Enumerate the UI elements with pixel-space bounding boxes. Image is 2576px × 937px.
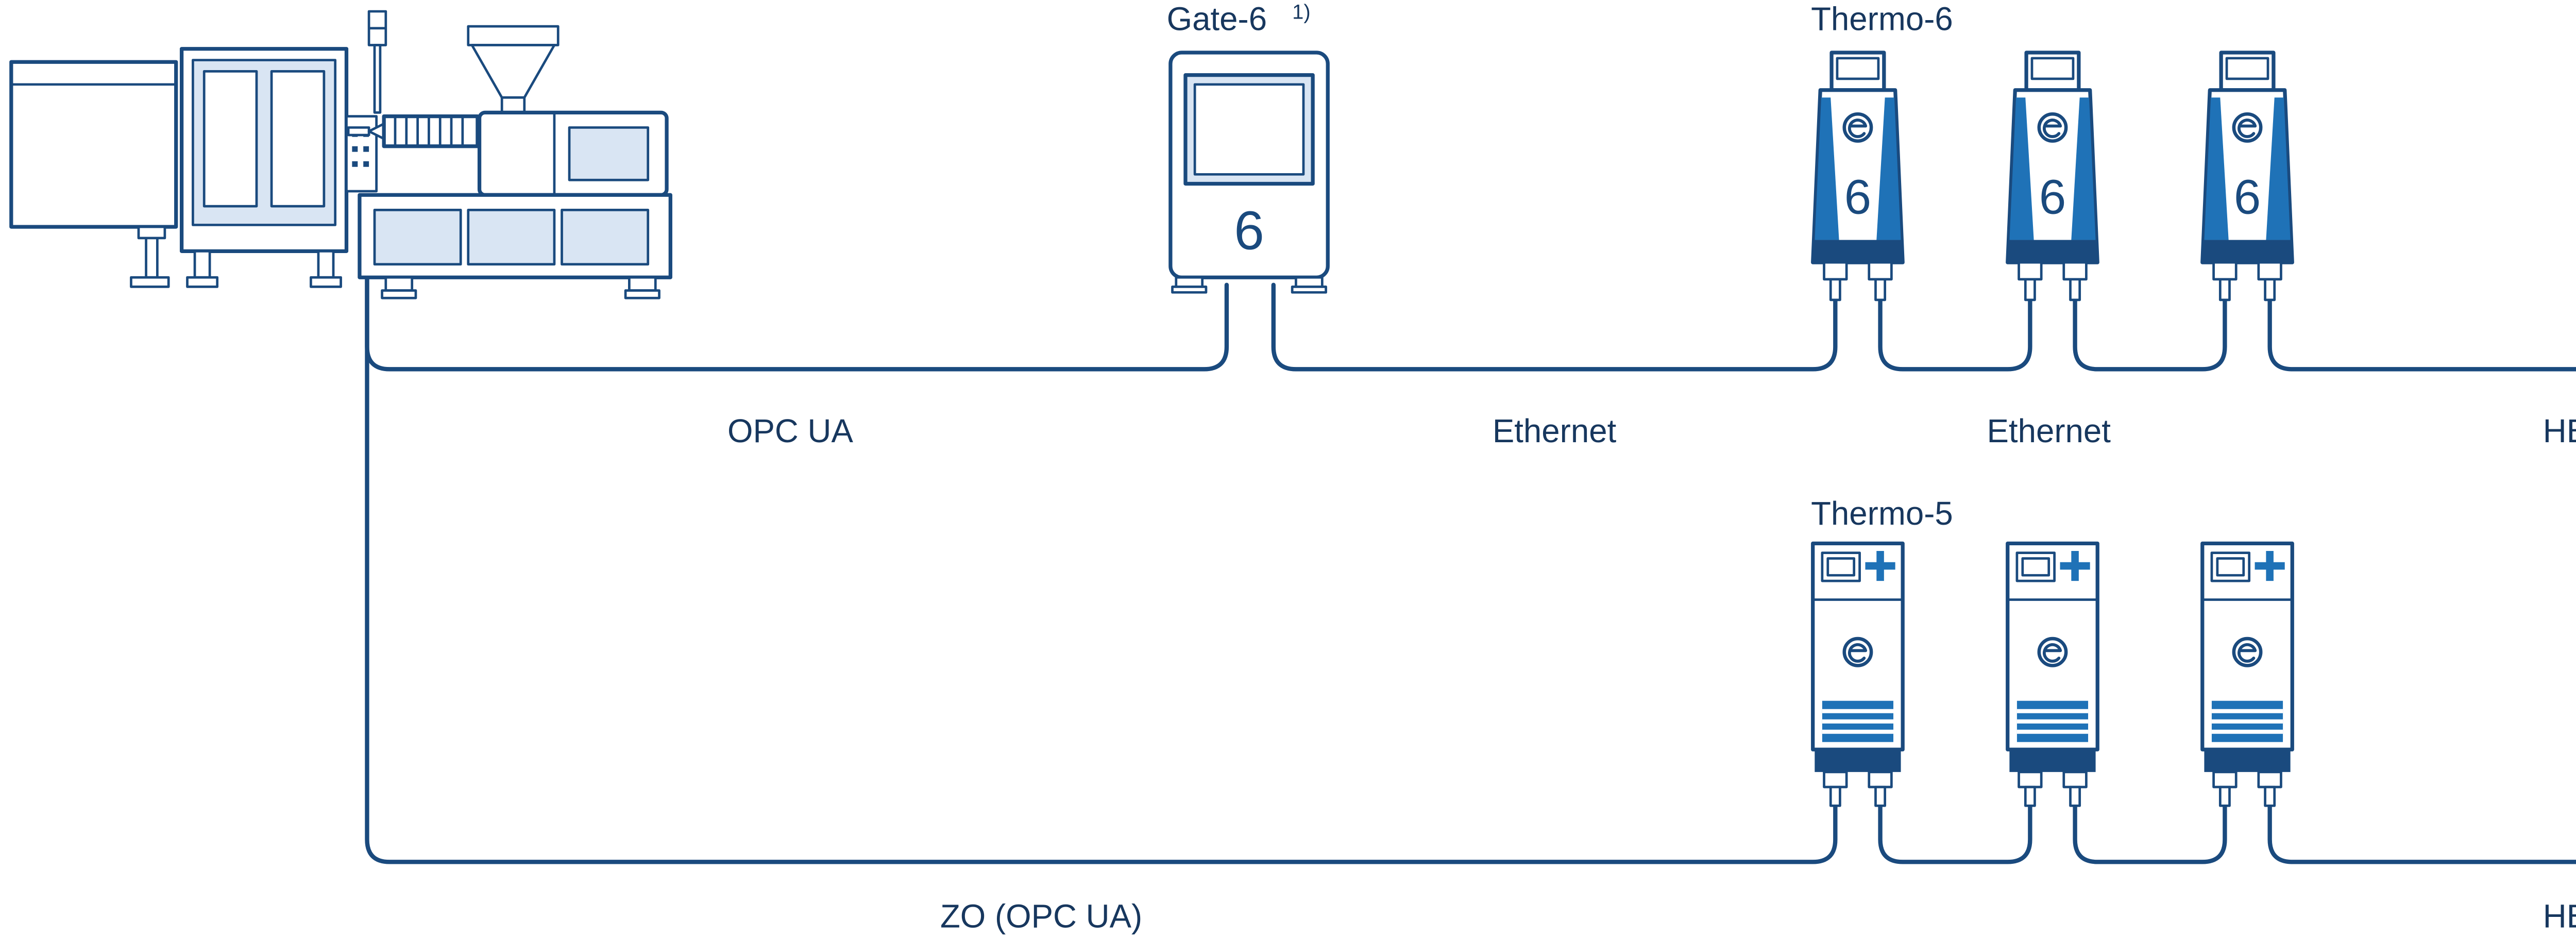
connection-labels: OPC UA Ethernet Ethernet HB ZO (OPC UA) … xyxy=(727,413,2576,934)
machine-heater-bands xyxy=(394,116,464,146)
machine-beacon-pole xyxy=(373,44,382,114)
machine-rear-leg xyxy=(145,237,159,279)
machine-platen-right xyxy=(270,70,326,208)
ethernet-label-1: Ethernet xyxy=(1493,413,1617,449)
machine-rear-housing xyxy=(9,60,178,229)
device-labels: Gate-6 1) Thermo-6 Flow-5 2) Thermo-5 Fl… xyxy=(1167,1,1953,532)
hb-label-top: HB xyxy=(2543,413,2576,449)
thermo6-2-3-line xyxy=(2073,297,2227,372)
thermo-6-unit-2 xyxy=(2008,53,2097,300)
thermo-5-unit-2 xyxy=(2008,543,2097,806)
machine-nozzle-rod xyxy=(347,126,370,137)
gate6-pad-left xyxy=(1171,286,1208,294)
hb-thermo6-flow5-line xyxy=(2267,297,2576,372)
machine-rear-foot xyxy=(137,225,166,240)
thermo-5-unit-3 xyxy=(2202,543,2292,806)
machine-clamp-leg-right xyxy=(317,249,335,279)
gate6-footnote: 1) xyxy=(1292,1,1311,24)
machine-drive-window xyxy=(568,126,650,181)
gate6-screen xyxy=(1193,83,1305,176)
gate6-foot-left xyxy=(1175,276,1204,288)
machine-base-panel-1 xyxy=(373,209,462,266)
machine-clamp-pad-left xyxy=(186,276,219,288)
machine-hopper-icon xyxy=(470,44,556,99)
machine-hopper-lid xyxy=(467,25,560,46)
machine-base-panel-2 xyxy=(467,209,556,266)
hb-label-bottom: HB xyxy=(2543,898,2576,935)
machine-platen-left xyxy=(202,70,258,208)
gate6-foot-right xyxy=(1295,276,1324,288)
ethernet-gate6-thermo6-line xyxy=(1271,282,1838,372)
thermo-5-unit-1 xyxy=(1813,543,1903,806)
thermo6-label: Thermo-6 xyxy=(1811,1,1953,37)
hb-thermo5-flow5-line xyxy=(2267,804,2576,864)
opc-ua-connection-line xyxy=(365,275,1229,372)
connection-lines xyxy=(365,275,2576,864)
machine-pad-right xyxy=(624,289,660,299)
injection-molding-machine-icon xyxy=(9,10,672,299)
ethernet-label-2: Ethernet xyxy=(1987,413,2111,449)
thermo-6-unit-1 xyxy=(1813,53,1903,300)
machine-clamp-pad-right xyxy=(310,276,342,288)
machine-pad-left xyxy=(381,289,417,299)
thermo6-1-2-line xyxy=(1878,297,2032,372)
machine-foot-left xyxy=(384,276,414,292)
machine-rear-pad xyxy=(130,276,170,288)
opc-ua-label: OPC UA xyxy=(727,413,853,449)
gate-6-device: 6 xyxy=(1168,51,1330,294)
machine-base-panel-3 xyxy=(561,209,650,266)
machine-foot-right xyxy=(628,276,657,292)
machine-hopper-neck xyxy=(500,96,526,114)
thermo5-2-3-line xyxy=(2073,804,2227,864)
zo-opc-ua-label: ZO (OPC UA) xyxy=(940,898,1142,935)
gate6-label: Gate-6 xyxy=(1167,1,1267,37)
thermo5-1-2-line xyxy=(1878,804,2032,864)
gate6-numeral: 6 xyxy=(1234,201,1264,261)
machine-clamp-leg-left xyxy=(193,249,211,279)
zo-opc-ua-connection-line xyxy=(365,275,1838,864)
thermo-6-unit-3 xyxy=(2202,53,2292,300)
thermo5-label: Thermo-5 xyxy=(1811,495,1953,532)
gate6-pad-right xyxy=(1291,286,1327,294)
